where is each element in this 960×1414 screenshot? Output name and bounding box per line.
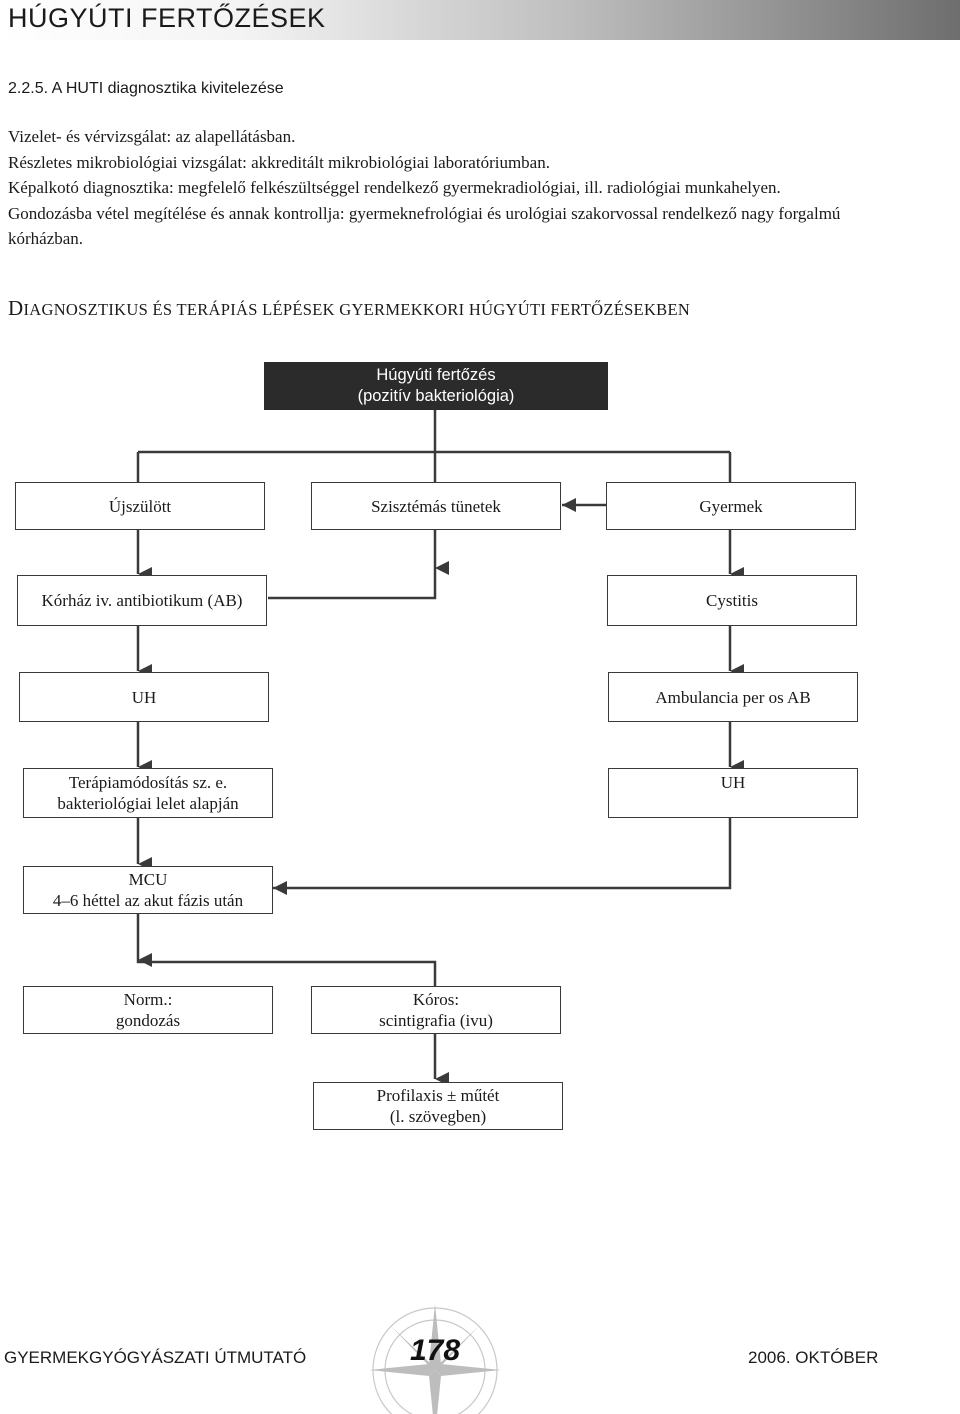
box-uh-right-label: UH <box>720 773 746 792</box>
body-text: Vizelet- és vérvizsgálat: az alapellátás… <box>8 124 908 252</box>
connector-mcu-branch <box>136 960 437 986</box>
box-prophylaxis-line2: (l. szövegben) <box>389 1107 487 1126</box>
box-mcu: MCU 4–6 héttel az akut fázis után <box>23 866 273 914</box>
box-mcu-line1: MCU <box>128 870 168 889</box>
box-ambulance-oral-ab-label: Ambulancia per os AB <box>655 687 811 707</box>
box-systemic-symptoms-label: Szisztémás tünetek <box>371 496 501 516</box>
box-therapy-modification: Terápiamódosítás sz. e. bakteriológiai l… <box>23 768 273 818</box>
box-uh-left: UH <box>19 672 269 722</box>
footer-date: 2006. OKTÓBER <box>748 1348 879 1367</box>
paragraph-imaging: Képalkotó diagnosztika: megfelelő felkés… <box>8 178 781 198</box>
box-hospital-iv-ab-label: Kórház iv. antibiotikum (AB) <box>41 591 243 610</box>
box-prophylaxis-line1: Profilaxis ± műtét <box>376 1086 500 1105</box>
box-uh-left-label: UH <box>131 687 157 707</box>
diagram-heading-initial: D <box>8 296 24 320</box>
box-uti-root-line1: Húgyúti fertőzés <box>376 366 496 384</box>
page-title: HÚGYÚTI FERTŐZÉSEK <box>8 3 326 33</box>
box-child-label: Gyermek <box>699 496 763 516</box>
box-newborn: Újszülött <box>15 482 265 530</box>
footer-publication: GYERMEKGYÓGYÁSZATI ÚTMUTATÓ <box>4 1348 307 1367</box>
box-abnormal-line1: Kóros: <box>412 990 460 1009</box>
compass-rose-icon <box>369 1304 501 1414</box>
connector-uh-to-mcu <box>515 818 732 890</box>
box-prophylaxis-surgery: Profilaxis ± műtét (l. szövegben) <box>313 1082 563 1130</box>
paragraph-microbiology: Részletes mikrobiológiai vizsgálat: akkr… <box>8 152 550 172</box>
box-normal-line1: Norm.: <box>123 990 173 1009</box>
section-heading: 2.2.5. A HUTI diagnosztika kivitelezése <box>8 80 284 97</box>
box-uti-root-line2: (pozitív bakteriológia) <box>357 387 515 405</box>
box-normal-line2: gondozás <box>115 1011 181 1030</box>
box-hospital-iv-ab: Kórház iv. antibiotikum (AB) <box>17 575 267 626</box>
box-ambulance-oral-ab: Ambulancia per os AB <box>608 672 858 722</box>
header-bar <box>0 0 960 40</box>
box-systemic-symptoms: Szisztémás tünetek <box>311 482 561 530</box>
box-uti-root: Húgyúti fertőzés (pozitív bakteriológia) <box>264 362 608 410</box>
diagram-heading-rest: IAGNOSZTIKUS ÉS TERÁPIÁS LÉPÉSEK GYERMEK… <box>23 300 691 319</box>
box-normal-care: Norm.: gondozás <box>23 986 273 1034</box>
box-child: Gyermek <box>606 482 856 530</box>
box-cystitis-label: Cystitis <box>706 591 758 610</box>
paragraph-lab-tests: Vizelet- és vérvizsgálat: az alapellátás… <box>8 127 296 146</box>
box-newborn-label: Újszülött <box>108 496 172 516</box>
box-mcu-line2: 4–6 héttel az akut fázis után <box>52 891 244 910</box>
page-number: 178 <box>410 1334 461 1367</box>
box-therapy-line1: Terápiamódosítás sz. e. <box>68 773 228 792</box>
box-abnormal-line2: scintigrafia (ivu) <box>379 1011 493 1030</box>
box-uh-right: UH <box>608 768 858 818</box>
diagram-heading: DIAGNOSZTIKUS ÉS TERÁPIÁS LÉPÉSEK GYERME… <box>8 296 690 321</box>
box-therapy-line2: bakteriológiai lelet alapján <box>57 794 239 813</box>
box-abnormal-scintigraphy: Kóros: scintigrafia (ivu) <box>311 986 561 1034</box>
box-cystitis: Cystitis <box>607 575 857 626</box>
connector-systemic-to-hospital <box>268 568 437 600</box>
paragraph-care: Gondozásba vétel megítélése és annak kon… <box>8 203 841 249</box>
